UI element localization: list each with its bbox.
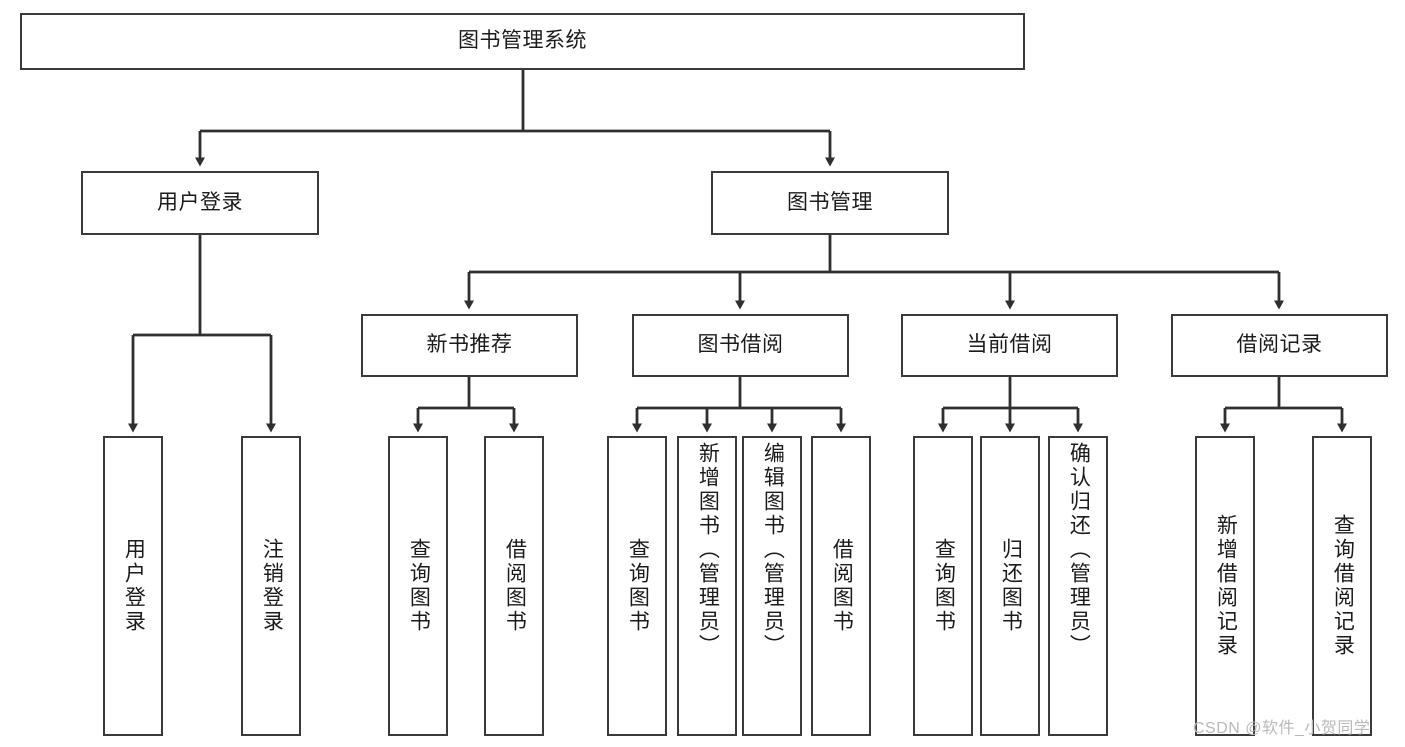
node-label: 查询图书 <box>626 538 650 634</box>
leaf-current-confirm-return-admin[interactable]: 确认归还（管理员） <box>1048 436 1108 736</box>
node-label: 新增图书（管理员） <box>696 442 720 658</box>
node-label: 借阅图书 <box>830 538 854 634</box>
node-label: 查询图书 <box>407 538 431 634</box>
leaf-borrow-query-book[interactable]: 查询图书 <box>607 436 667 736</box>
node-label: 用户登录 <box>157 190 243 214</box>
leaf-record-add-record[interactable]: 新增借阅记录 <box>1195 436 1255 736</box>
node-new-book-recommend[interactable]: 新书推荐 <box>361 314 578 377</box>
node-label: 新书推荐 <box>426 333 513 357</box>
node-current-borrow[interactable]: 当前借阅 <box>901 314 1118 377</box>
node-label: 注销登录 <box>260 538 284 634</box>
node-label: 归还图书 <box>999 538 1023 634</box>
node-label: 用户登录 <box>122 538 146 634</box>
node-label: 当前借阅 <box>966 333 1053 357</box>
leaf-current-query-book[interactable]: 查询图书 <box>913 436 973 736</box>
node-label: 借阅记录 <box>1236 333 1323 357</box>
node-borrow-record[interactable]: 借阅记录 <box>1171 314 1388 377</box>
node-root-system[interactable]: 图书管理系统 <box>20 13 1025 70</box>
leaf-user-login-logout[interactable]: 注销登录 <box>241 436 301 736</box>
leaf-recommend-query-book[interactable]: 查询图书 <box>388 436 448 736</box>
leaf-borrow-borrow-book[interactable]: 借阅图书 <box>811 436 871 736</box>
node-label: 新增借阅记录 <box>1214 514 1238 658</box>
watermark-text: CSDN @软件_小贺同学 <box>1193 720 1371 737</box>
leaf-recommend-borrow-book[interactable]: 借阅图书 <box>484 436 544 736</box>
leaf-user-login-login[interactable]: 用户登录 <box>103 436 163 736</box>
leaf-borrow-edit-book-admin[interactable]: 编辑图书（管理员） <box>742 436 802 736</box>
node-label: 查询借阅记录 <box>1331 514 1355 658</box>
node-label: 借阅图书 <box>503 538 527 634</box>
node-user-login[interactable]: 用户登录 <box>81 171 319 235</box>
leaf-record-query-record[interactable]: 查询借阅记录 <box>1312 436 1372 736</box>
node-book-borrow[interactable]: 图书借阅 <box>632 314 849 377</box>
node-label: 编辑图书（管理员） <box>761 442 785 658</box>
leaf-borrow-add-book-admin[interactable]: 新增图书（管理员） <box>677 436 737 736</box>
node-label: 图书管理 <box>787 190 873 214</box>
node-label: 图书管理系统 <box>458 29 587 53</box>
leaf-current-return-book[interactable]: 归还图书 <box>980 436 1040 736</box>
node-label: 查询图书 <box>932 538 956 634</box>
node-label: 确认归还（管理员） <box>1067 442 1091 658</box>
node-book-management[interactable]: 图书管理 <box>711 171 949 235</box>
node-label: 图书借阅 <box>697 333 784 357</box>
